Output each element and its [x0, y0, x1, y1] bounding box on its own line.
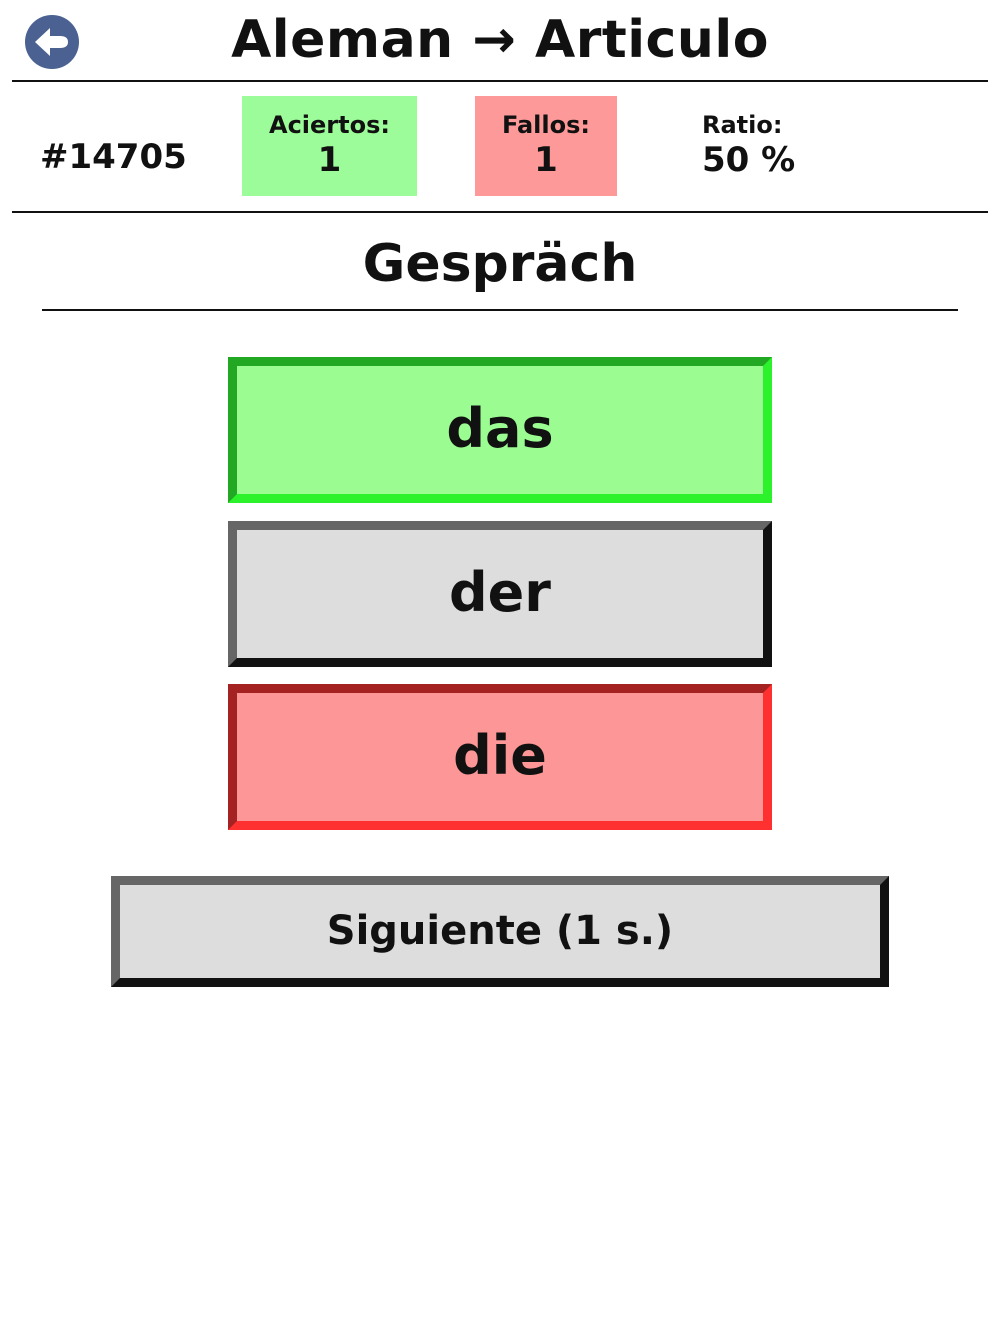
header-bar: Aleman → Articulo [0, 0, 1000, 82]
next-button[interactable]: Siguiente (1 s.) [111, 876, 889, 987]
wrong-label: Fallos: [501, 111, 590, 139]
ratio-label: Ratio: [702, 111, 783, 139]
word-id: #14705 [40, 137, 187, 177]
stats-divider [12, 211, 988, 213]
wrong-count-box: Fallos: 1 [475, 96, 617, 196]
ratio-box: Ratio: 50 % [660, 96, 825, 196]
page-title: Aleman → Articulo [231, 10, 769, 70]
question-word: Gespräch [362, 234, 638, 294]
correct-label: Aciertos: [269, 111, 390, 139]
stats-row: #14705 Aciertos: 1 Fallos: 1 Ratio: 50 % [0, 82, 1000, 211]
correct-count-box: Aciertos: 1 [242, 96, 417, 196]
answer-button-der[interactable]: der [228, 521, 772, 667]
arrow-left-circle-icon[interactable] [24, 14, 80, 70]
back-button[interactable] [24, 14, 80, 70]
answer-button-das[interactable]: das [228, 357, 772, 503]
header-divider [12, 80, 988, 82]
correct-value: 1 [317, 140, 342, 180]
ratio-value: 50 % [702, 140, 796, 180]
word-divider [42, 309, 958, 311]
wrong-value: 1 [534, 140, 558, 180]
answer-button-die[interactable]: die [228, 684, 772, 830]
